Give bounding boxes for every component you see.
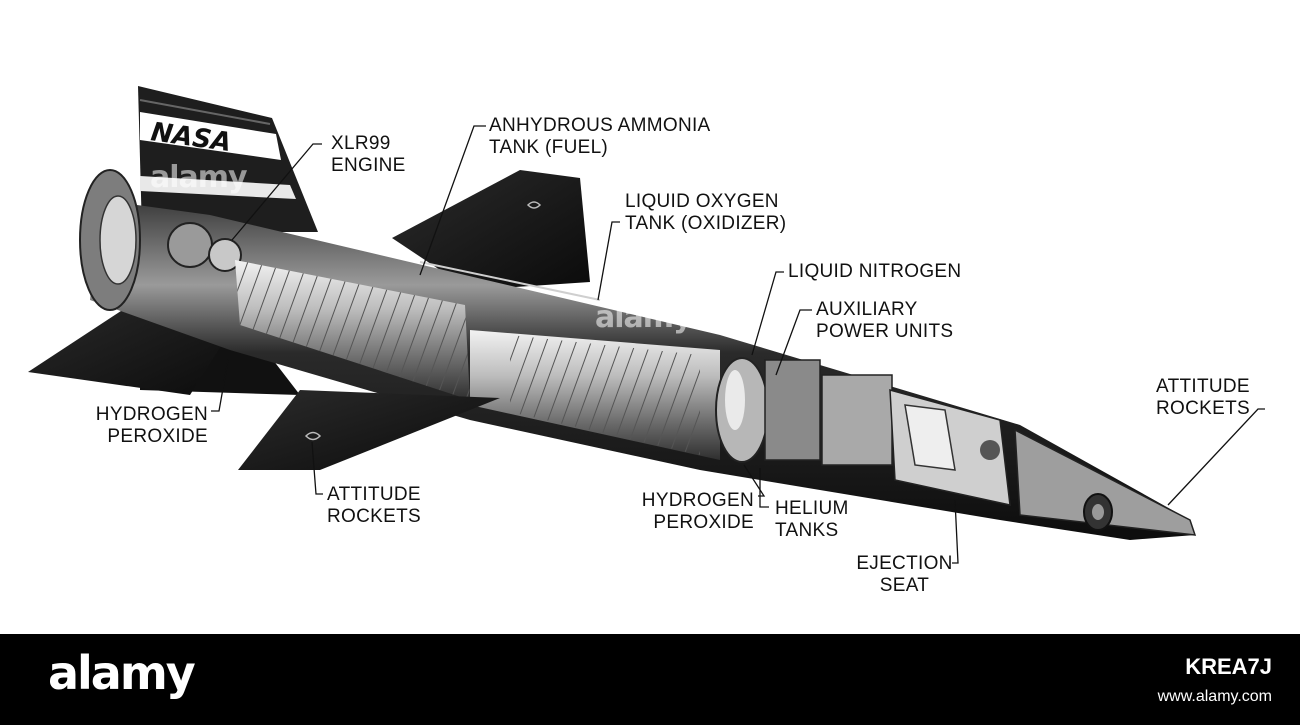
watermark-alamy: alamy bbox=[595, 300, 693, 335]
lower-wing bbox=[238, 390, 500, 470]
upper-wing bbox=[392, 170, 590, 290]
fuselage bbox=[79, 169, 1197, 540]
watermark-footer: alamy KREA7J www.alamy.com bbox=[0, 634, 1300, 725]
apu-bay bbox=[764, 359, 821, 461]
nose-cone bbox=[1014, 428, 1197, 536]
x15-cutaway-illustration: NASA bbox=[28, 86, 1265, 564]
leader-lines bbox=[211, 125, 1265, 564]
alamy-logo: alamy bbox=[48, 646, 196, 700]
site-url: www.alamy.com bbox=[1157, 688, 1272, 705]
vertical-tail: NASA bbox=[138, 86, 318, 232]
watermark-alamy: alamy bbox=[150, 160, 248, 195]
image-code: KREA7J bbox=[1185, 654, 1272, 679]
label-liquid-nitrogen: LIQUID NITROGEN bbox=[788, 261, 962, 282]
